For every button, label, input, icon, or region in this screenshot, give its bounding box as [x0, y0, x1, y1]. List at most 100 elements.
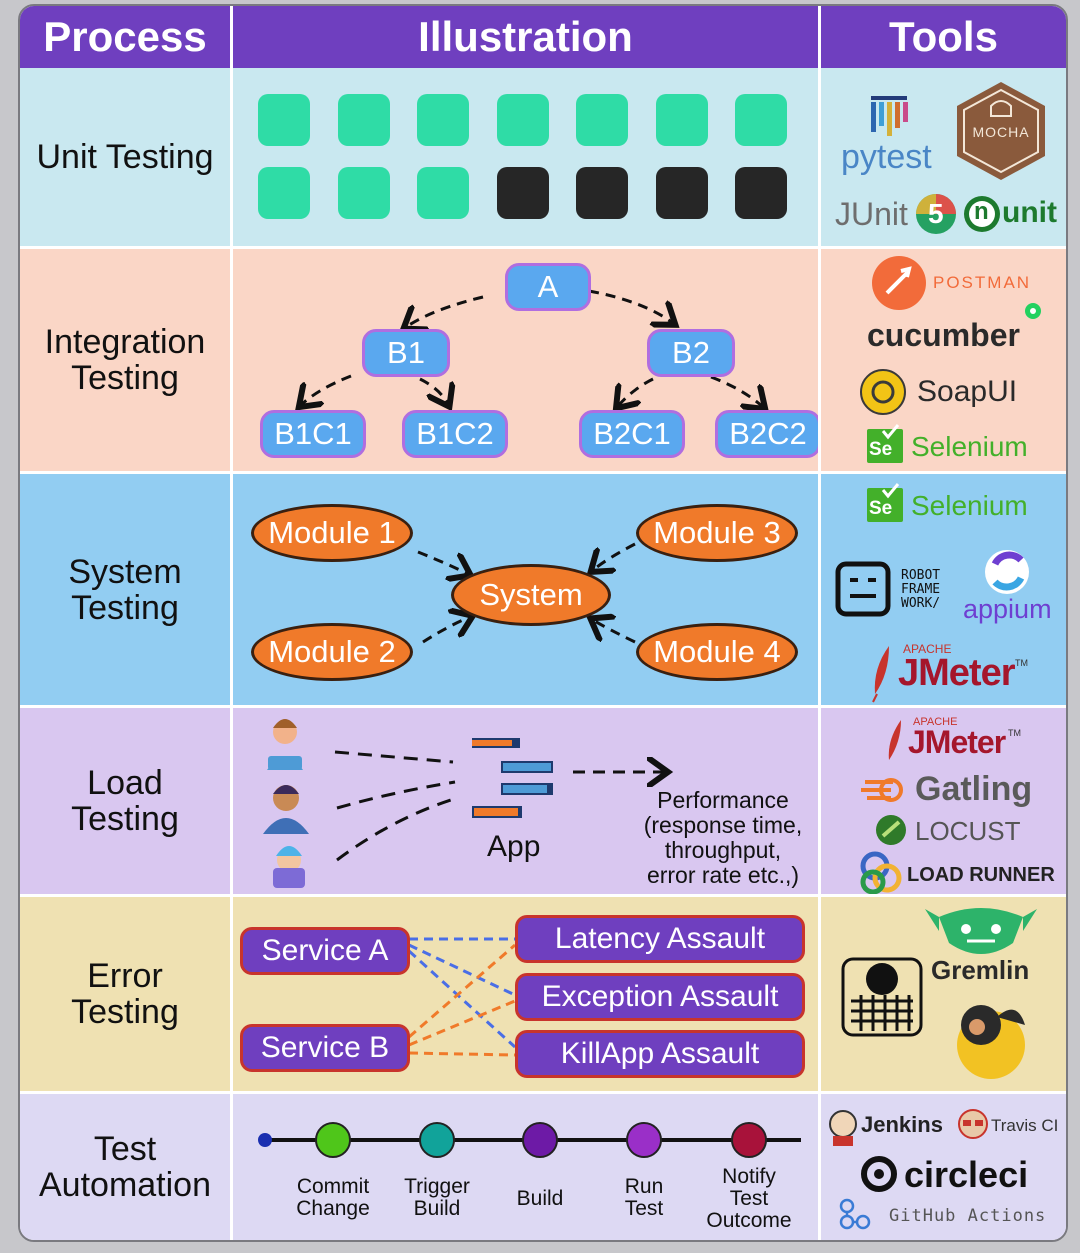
- pipeline-step-node: [419, 1122, 455, 1158]
- load-title-line2: Testing: [71, 800, 179, 838]
- system-tools: Se Selenium ROBOT FRAME WORK/ appium APA…: [821, 474, 1066, 705]
- chaos-monkey-icon: [841, 957, 923, 1037]
- jenkins-logo: Jenkins: [861, 1112, 943, 1137]
- pipeline-step-label-line: Notify: [722, 1165, 776, 1188]
- pipeline-step-node: [315, 1122, 351, 1158]
- user-1-icon: [267, 719, 303, 770]
- system-title-line2: Testing: [71, 588, 179, 627]
- latency-assault-box: Latency Assault: [515, 915, 805, 963]
- row-unit-testing: Unit Testing pytest MOCHA JUni: [20, 68, 1066, 246]
- appium-logo-icon: [985, 550, 1029, 594]
- row-error-testing: Error Testing Service A Service B Latenc…: [20, 897, 1066, 1091]
- pipeline-step-node: [731, 1122, 767, 1158]
- failing-unit-block: [496, 167, 549, 219]
- integration-node-b1c1: B1C1: [260, 410, 366, 458]
- gremlin-logo-icon: [925, 908, 1037, 954]
- performance-line3: throughput,: [664, 837, 782, 863]
- header-process: Process: [20, 6, 230, 68]
- load-illustration: App Performance (response time, throughp…: [233, 708, 818, 894]
- automation-tools: Jenkins Travis CI circleci GitHub Action…: [821, 1094, 1066, 1240]
- appium-logo: appium: [963, 594, 1052, 624]
- selenium-logo-icon: [867, 424, 903, 463]
- jmeter-tm: TM: [1008, 728, 1021, 738]
- load-testing-title: Load Testing: [20, 708, 230, 894]
- locust-logo-icon: [876, 815, 906, 845]
- pipeline-step-label-line: Outcome: [706, 1209, 792, 1232]
- killapp-assault-box: KillApp Assault: [515, 1030, 805, 1078]
- circleci-logo-icon: [861, 1156, 897, 1192]
- pytest-logo: pytest: [841, 138, 932, 176]
- error-testing-title: Error Testing: [20, 897, 230, 1091]
- pytest-logo-icon: [871, 96, 908, 136]
- gatling-logo-icon: [861, 778, 903, 802]
- gatling-logo: Gatling: [915, 770, 1033, 808]
- performance-label: Performance (response time, throughput, …: [623, 788, 823, 888]
- system-illustration: System Module 1 Module 2 Module 3 Module…: [233, 474, 818, 705]
- header-tools: Tools: [821, 6, 1066, 68]
- mocha-logo-text: MOCHA: [972, 124, 1030, 140]
- divider-row-1: [20, 246, 1066, 249]
- jmeter-logo: JMeter: [898, 652, 1015, 694]
- robot-framework-line2: FRAME: [901, 582, 941, 597]
- error-links: [407, 937, 517, 1057]
- module-4-node: Module 4: [636, 623, 798, 681]
- automation-title-line2: Automation: [39, 1166, 211, 1204]
- selenium-logo: Selenium: [911, 431, 1028, 462]
- divider-row-3: [20, 705, 1066, 708]
- jmeter-tm: TM: [1015, 658, 1028, 668]
- robot-framework-line3: WORK/: [901, 596, 941, 611]
- error-title-line1: Error: [87, 957, 163, 995]
- travis-ci-logo-icon: [958, 1109, 988, 1139]
- pipeline-step-label-line: Test: [624, 1197, 664, 1220]
- pipeline-step-label-line: Build: [516, 1187, 564, 1210]
- integration-node-b1c2: B1C2: [402, 410, 508, 458]
- divider-row-5: [20, 1091, 1066, 1094]
- row-load-testing: Load Testing: [20, 708, 1066, 895]
- robot-framework-icon: [835, 561, 891, 617]
- header-illustration: Illustration: [233, 6, 818, 68]
- pipeline-step-node: [522, 1122, 558, 1158]
- exception-assault-box: Exception Assault: [515, 973, 805, 1021]
- selenium-se-text: Se: [869, 439, 893, 460]
- module-1-node: Module 1: [251, 504, 413, 562]
- cucumber-leaf-icon: [1025, 303, 1041, 319]
- loadrunner-logo-icon: [860, 851, 902, 895]
- error-title-line2: Testing: [71, 993, 179, 1031]
- passing-unit-block: [258, 94, 310, 146]
- nunit-logo-icon: [964, 196, 1000, 232]
- load-diagram: [263, 719, 818, 888]
- pipeline-step-label-line: Build: [413, 1197, 461, 1220]
- nunit-logo: unit: [1002, 196, 1057, 229]
- error-illustration: Service A Service B Latency Assault Exce…: [233, 897, 818, 1091]
- user-2-icon: [263, 785, 309, 834]
- user-3-icon: [273, 846, 305, 888]
- passing-unit-block: [417, 94, 469, 146]
- passing-unit-block: [735, 94, 787, 146]
- divider-row-2: [20, 471, 1066, 474]
- divider-process: [230, 6, 233, 1240]
- row-system-testing: System Testing System Module 1 Module 2 …: [20, 474, 1066, 705]
- travis-ci-logo: Travis CI: [991, 1116, 1059, 1135]
- failing-unit-block: [735, 167, 787, 219]
- jmeter-logo: JMeter: [908, 724, 1006, 760]
- load-title-line1: Load: [87, 764, 163, 802]
- jmeter-apache-label: APACHE: [903, 642, 952, 656]
- integration-node-b1: B1: [362, 329, 450, 377]
- unit-testing-tools: pytest MOCHA JUnit 5 n unit: [821, 68, 1066, 246]
- performance-line1: Performance: [657, 787, 789, 813]
- divider-row-4: [20, 894, 1066, 897]
- junit-logo: JUnit: [835, 196, 908, 232]
- github-actions-logo-icon: [839, 1198, 871, 1230]
- jenkins-logo-icon: [829, 1110, 857, 1146]
- integration-illustration: A B1 B2 B1C1 B1C2 B2C1 B2C2: [233, 249, 821, 471]
- robot-framework-line1: ROBOT: [901, 568, 941, 583]
- passing-unit-block: [337, 94, 390, 146]
- integration-title-line1: Integration: [44, 323, 206, 361]
- mocha-logo-icon: [957, 82, 1045, 180]
- unit-testing-title: Unit Testing: [36, 138, 214, 176]
- system-center-node: System: [451, 564, 611, 626]
- nunit-n: n: [974, 198, 989, 225]
